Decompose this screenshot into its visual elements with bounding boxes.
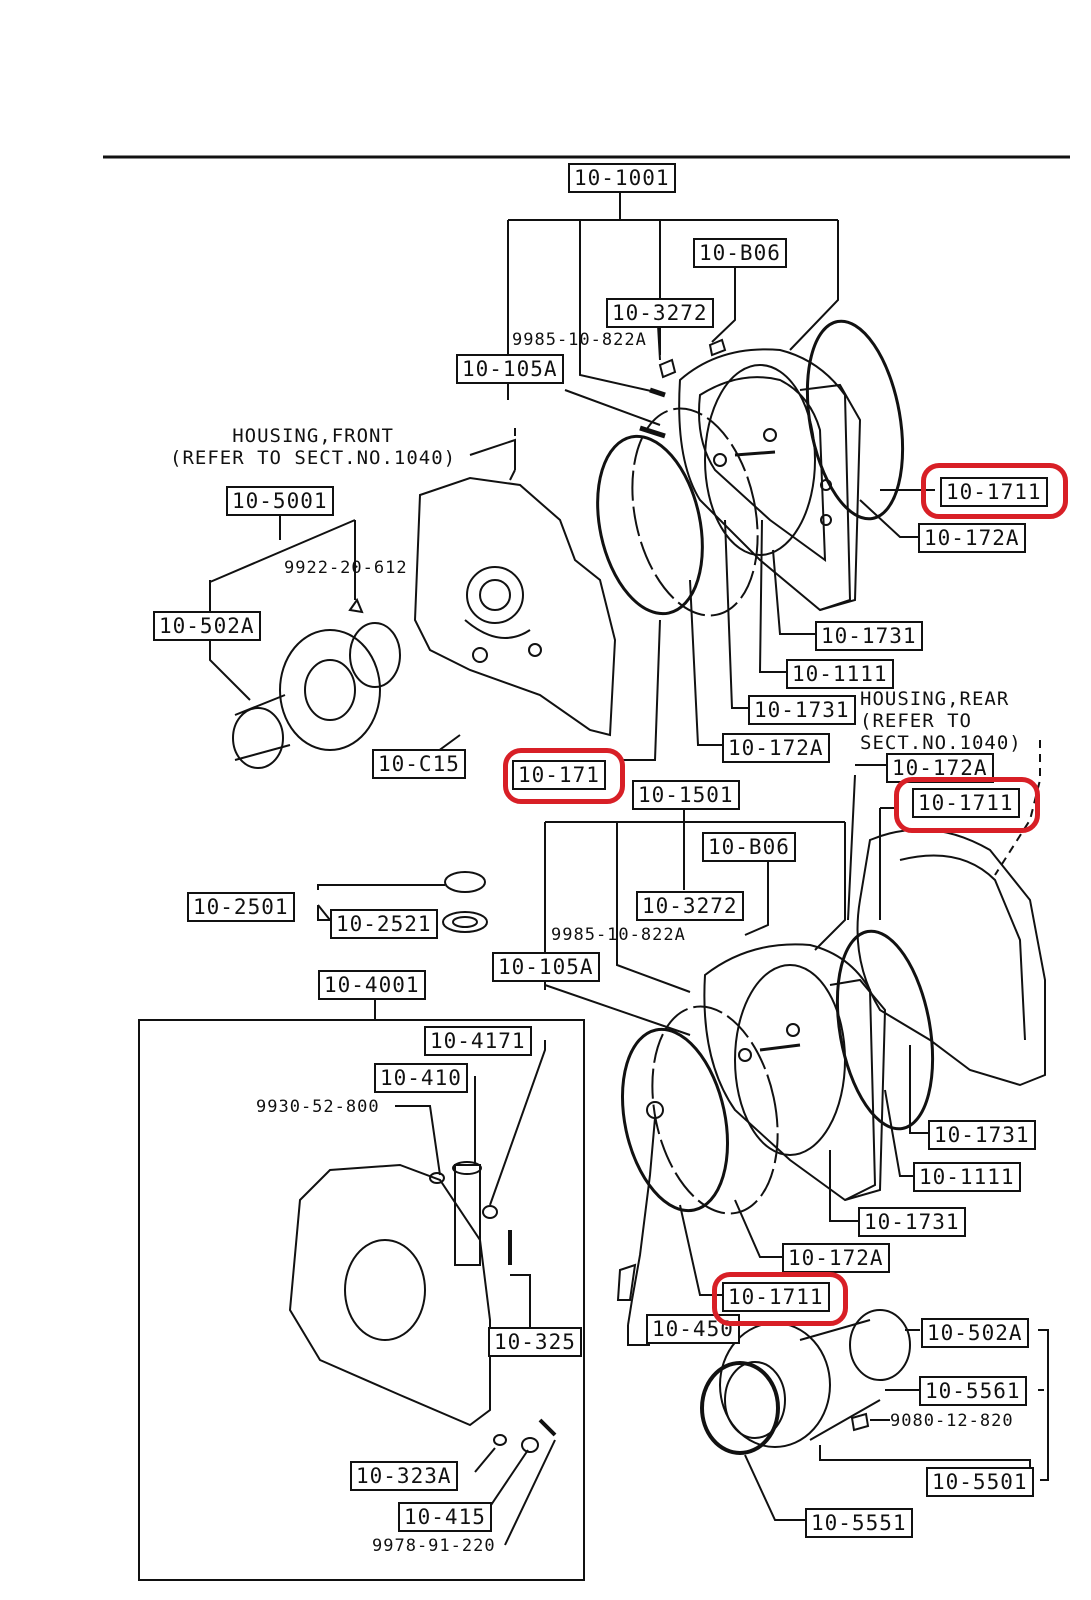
label-10-502a-left: 10-502A [153, 611, 261, 641]
label-10-2501: 10-2501 [187, 892, 295, 922]
rear-rotor-housing [703, 943, 887, 1202]
label-10-410: 10-410 [374, 1063, 468, 1093]
highlight-10-171 [503, 748, 625, 804]
label-10-1731-b: 10-1731 [748, 695, 856, 725]
label-10-5001: 10-5001 [226, 486, 334, 516]
note-housing-rear: HOUSING,REAR (REFER TO SECT.NO.1040) [860, 688, 1022, 754]
label-10-1711-rear: 10-1711 [912, 788, 1020, 818]
label-10-1501: 10-1501 [632, 780, 740, 810]
label-10-105a-bottom: 10-105A [492, 952, 600, 982]
label-9080-12-820: 9080-12-820 [890, 1411, 1014, 1431]
label-10-172a-top: 10-172A [918, 523, 1026, 553]
oil-pump-housing [288, 1161, 491, 1427]
label-9985-10-822a-bottom: 9985-10-822A [551, 925, 686, 945]
label-9985-10-822a-top: 9985-10-822A [512, 330, 647, 350]
label-10-172a-mid: 10-172A [722, 733, 830, 763]
label-10-1001: 10-1001 [568, 163, 676, 193]
label-10-3272-bottom: 10-3272 [636, 891, 744, 921]
label-10-2521: 10-2521 [330, 909, 438, 939]
highlight-10-1711-top-right [921, 463, 1068, 519]
label-10-171: 10-171 [512, 760, 606, 790]
label-10-3272-top: 10-3272 [606, 298, 714, 328]
label-10-1111-bottom: 10-1111 [913, 1162, 1021, 1192]
label-9930-52-800: 9930-52-800 [256, 1097, 380, 1117]
label-10-1711-top-right: 10-1711 [940, 477, 1048, 507]
front-housing [413, 476, 617, 737]
highlight-10-1711-rear [894, 777, 1040, 833]
oil-pump-group-box [138, 1019, 585, 1581]
label-10-1731-d: 10-1731 [858, 1207, 966, 1237]
label-10-5551: 10-5551 [805, 1508, 913, 1538]
label-10-105a-top: 10-105A [456, 354, 564, 384]
label-10-1711-bottom: 10-1711 [722, 1282, 830, 1312]
label-10-4171: 10-4171 [424, 1026, 532, 1056]
rear-output-assembly [700, 1309, 911, 1455]
label-9922-20-612: 9922-20-612 [284, 558, 408, 578]
label-10-172a-bottom: 10-172A [782, 1243, 890, 1273]
label-10-b06-top: 10-B06 [693, 238, 787, 268]
label-10-323a: 10-323A [350, 1461, 458, 1491]
note-housing-front: HOUSING,FRONT (REFER TO SECT.NO.1040) [170, 425, 457, 469]
label-9978-91-220: 9978-91-220 [372, 1536, 496, 1556]
front-cover-gear [232, 622, 401, 769]
rear-housing [856, 828, 1046, 1087]
label-10-4001: 10-4001 [318, 970, 426, 1000]
label-10-1731-c: 10-1731 [928, 1120, 1036, 1150]
label-10-325: 10-325 [488, 1327, 582, 1357]
label-10-502a-right: 10-502A [921, 1318, 1029, 1348]
label-10-b06-bottom: 10-B06 [702, 832, 796, 862]
label-10-5561: 10-5561 [919, 1376, 1027, 1406]
front-rotor-housing [678, 348, 862, 612]
label-10-1731-a: 10-1731 [815, 621, 923, 651]
label-10-415: 10-415 [398, 1502, 492, 1532]
highlight-10-1711-bottom [712, 1272, 848, 1326]
label-10-1111-top: 10-1111 [786, 659, 894, 689]
label-10-c15: 10-C15 [372, 749, 466, 779]
label-10-5501: 10-5501 [926, 1467, 1034, 1497]
